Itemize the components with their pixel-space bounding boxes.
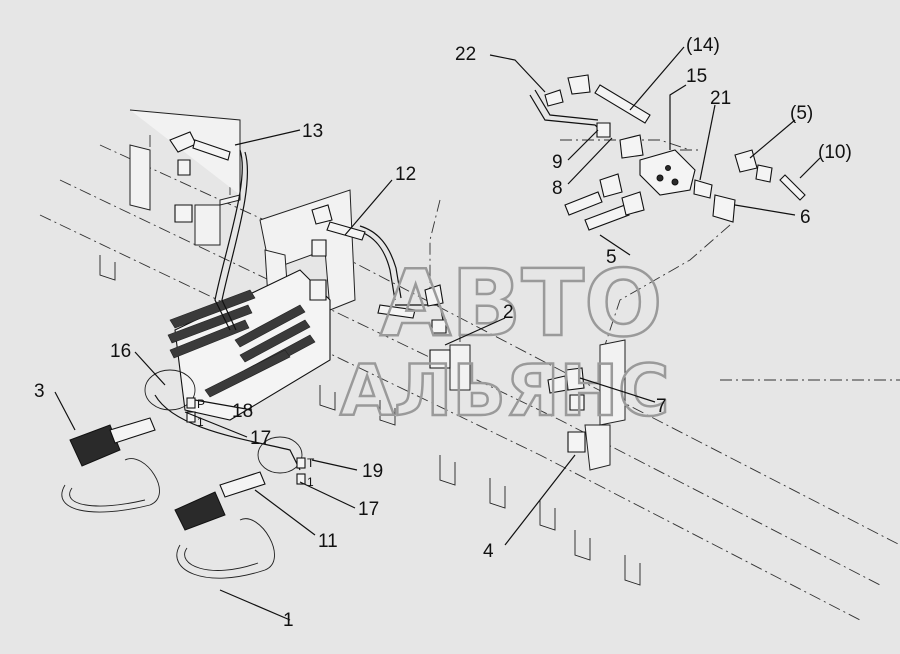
tag-t1: 1 — [307, 475, 314, 489]
callouts: 1 2 3 4 5 6 7 8 9 11 12 13 15 16 17 17 1… — [34, 35, 852, 631]
callout-1: 1 — [283, 610, 294, 631]
callout-12: 12 — [395, 164, 416, 185]
callout-15: 15 — [686, 66, 707, 87]
tag-p: P — [197, 397, 205, 411]
callout-17a: 17 — [250, 428, 271, 449]
frame-outline — [39, 135, 900, 621]
mounting-plates — [129, 109, 626, 471]
tag-plates: P 1 T 1 — [186, 397, 315, 489]
callout-22: 22 — [455, 44, 476, 65]
callout-9: 9 — [552, 152, 563, 173]
callout-6: 6 — [800, 207, 811, 228]
fittings — [169, 74, 773, 453]
valve-block — [639, 149, 696, 196]
callout-11: 11 — [318, 531, 338, 552]
tag-t: T — [307, 456, 315, 470]
callout-5-paren: (5) — [790, 103, 813, 124]
couplers-and-caps — [61, 369, 303, 579]
watermark-line2: АЛЬЯНС — [340, 350, 670, 432]
callout-18: 18 — [232, 401, 253, 422]
callout-13: 13 — [302, 121, 323, 142]
leader-lines — [54, 46, 821, 621]
callout-14-paren: (14) — [686, 35, 720, 56]
callout-10-paren: (10) — [818, 142, 852, 163]
callout-19: 19 — [362, 461, 383, 482]
watermark: АВТО АЛЬЯНС — [339, 249, 671, 434]
callout-3: 3 — [34, 381, 45, 402]
callout-7: 7 — [656, 396, 667, 417]
watermark-line1: АВТО — [380, 250, 662, 357]
callout-4: 4 — [483, 541, 494, 562]
rail-tabs — [99, 255, 641, 586]
striped-panel — [167, 269, 331, 421]
tag-p1: 1 — [197, 415, 204, 429]
callout-8: 8 — [552, 178, 563, 199]
callout-17b: 17 — [358, 499, 379, 520]
callout-2: 2 — [503, 302, 514, 323]
callout-21: 21 — [710, 88, 731, 109]
callout-16: 16 — [110, 341, 131, 362]
pipe-and-pin — [594, 84, 806, 201]
callout-5: 5 — [606, 247, 617, 268]
